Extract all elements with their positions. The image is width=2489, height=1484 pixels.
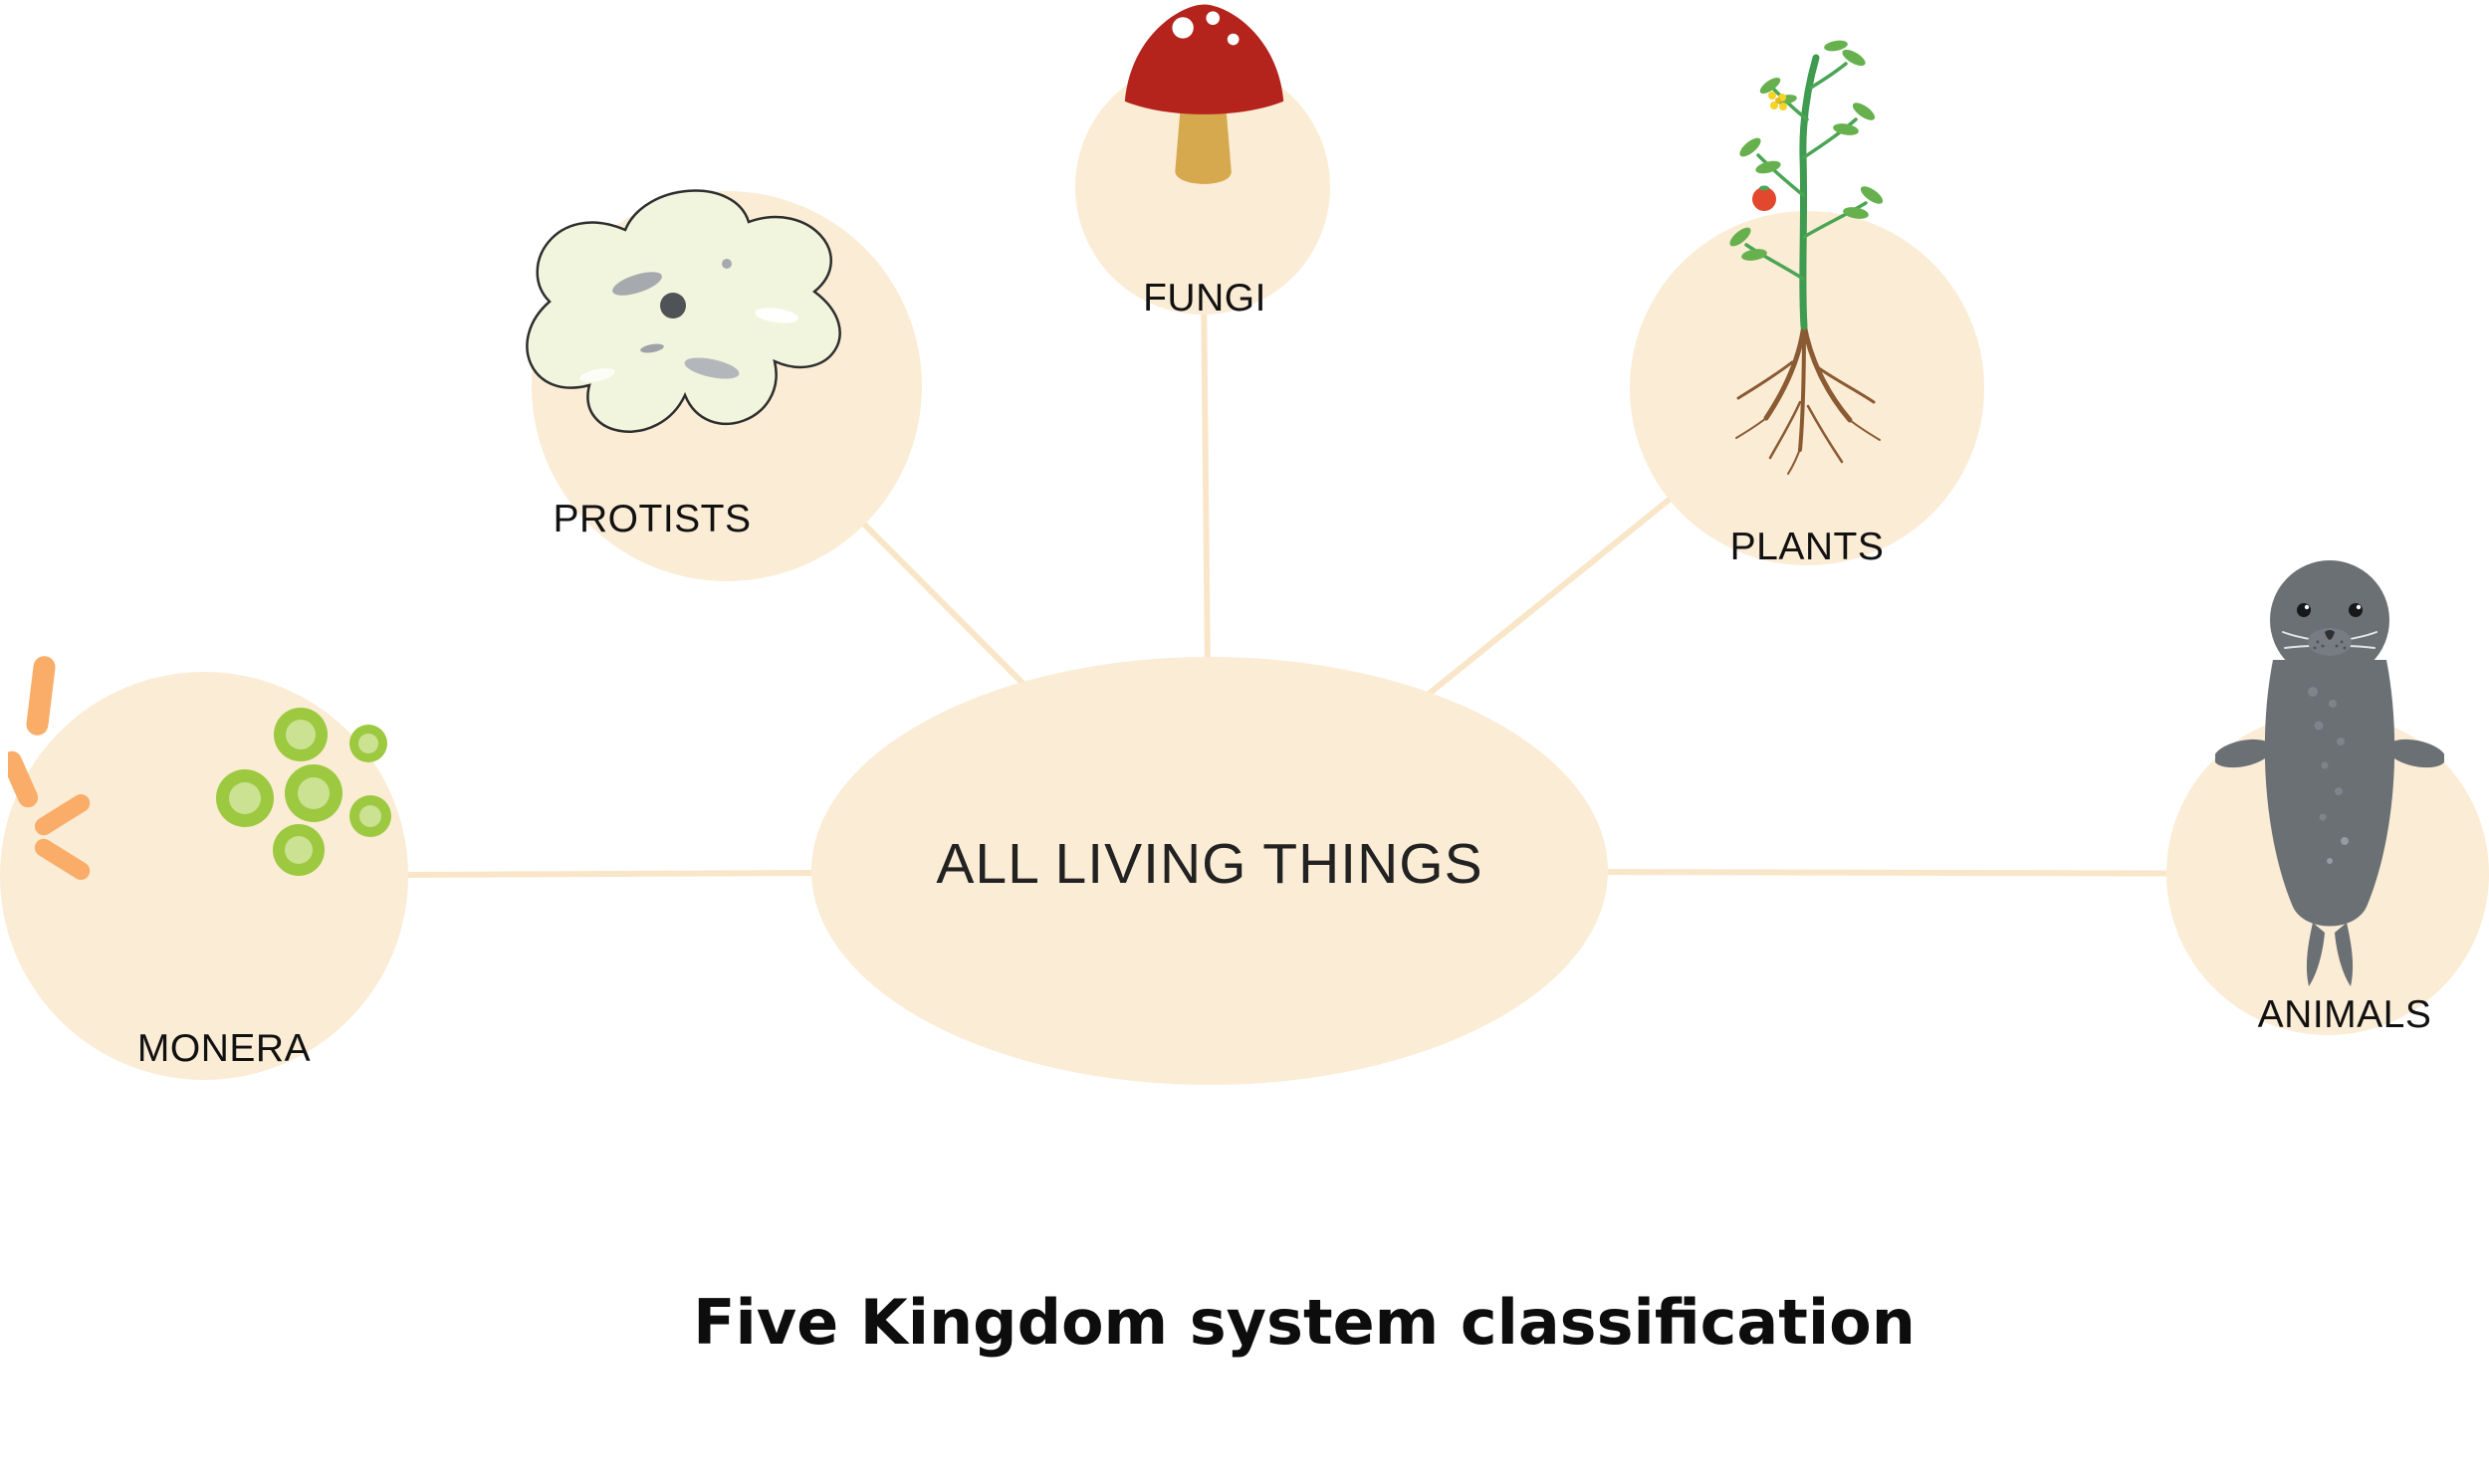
- diagram-title: Five Kingdom system classification: [693, 1286, 1916, 1359]
- fungi-label: FUNGI: [1143, 277, 1266, 319]
- plant-icon: [1729, 40, 1884, 475]
- monera-node: [0, 672, 408, 1080]
- protists-label: PROTISTS: [553, 498, 752, 540]
- fruit-icon: [1752, 185, 1776, 211]
- mushroom-icon: [1124, 4, 1284, 184]
- amoeba-icon: [526, 189, 841, 433]
- flower-icon: [1768, 92, 1787, 110]
- bacteria-icon: [1, 656, 91, 881]
- monera-label: MONERA: [136, 1027, 312, 1070]
- center-node: ALL LIVING THINGS: [811, 657, 1608, 1085]
- center-label: ALL LIVING THINGS: [936, 832, 1483, 896]
- cocci-icon: [216, 708, 391, 876]
- plants-label: PLANTS: [1729, 526, 1885, 568]
- animals-label: ANIMALS: [2257, 993, 2432, 1036]
- plants-node: [1630, 211, 1984, 565]
- seal-icon: [2213, 560, 2446, 986]
